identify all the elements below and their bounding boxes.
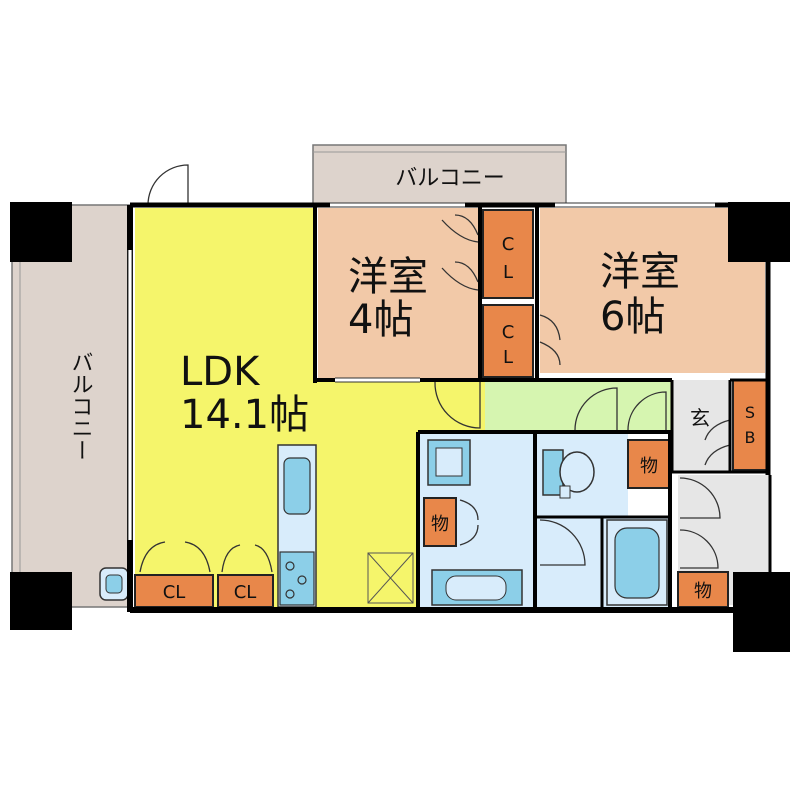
storage-wash: 物 xyxy=(423,497,457,547)
closet-cl-top-c: C xyxy=(502,234,515,255)
refrigerator-space xyxy=(367,552,414,604)
bathtub-icon xyxy=(606,519,668,606)
shoe-box-s: S xyxy=(745,403,755,422)
washing-machine-icon xyxy=(431,569,523,606)
storage-wash-label: 物 xyxy=(431,514,449,535)
ldk-name: LDK xyxy=(180,349,261,395)
room6-size: 6帖 xyxy=(600,294,665,340)
closet-cl-mid-l: L xyxy=(503,347,513,368)
toilet-icon xyxy=(542,449,595,499)
shoe-box: S B xyxy=(732,379,769,471)
storage-entrance-label: 物 xyxy=(694,581,712,602)
room6-name: 洋室 xyxy=(600,249,680,295)
closet-cl-ldk-2: CL xyxy=(217,574,274,608)
window-frames xyxy=(127,202,715,540)
kitchen-counter xyxy=(277,444,317,608)
bedroom-6 xyxy=(540,208,765,373)
balcony-top: バルコニー xyxy=(312,144,567,206)
closet-cl-top-l: L xyxy=(503,262,513,283)
closet-cl-mid: C L xyxy=(482,304,534,378)
closet-cl-top: C L xyxy=(482,209,534,299)
entrance-area xyxy=(672,380,730,472)
storage-entrance: 物 xyxy=(677,571,729,608)
ldk-size: 14.1帖 xyxy=(180,392,309,438)
closet-cl-mid-c: C xyxy=(502,322,515,343)
room4-name: 洋室 xyxy=(348,254,428,300)
windows xyxy=(128,203,715,540)
closet-cl-ldk-1: CL xyxy=(134,574,214,608)
bedroom-4 xyxy=(318,208,480,378)
room4-size: 4帖 xyxy=(348,297,413,343)
sink-icon xyxy=(283,457,311,515)
storage-toilet: 物 xyxy=(627,439,671,489)
washbasin-icon xyxy=(427,439,471,486)
shoe-box-b: B xyxy=(745,428,756,447)
hallway xyxy=(485,380,672,432)
balcony-left: バルコニー xyxy=(11,204,131,608)
pillars xyxy=(10,202,790,652)
door-swing-icon xyxy=(139,164,731,573)
storage-toilet-label: 物 xyxy=(640,456,658,477)
balcony-left-label: バルコニー xyxy=(68,351,93,461)
ldk-room xyxy=(135,208,485,607)
closet-cl-ldk-1-label: CL xyxy=(163,582,186,603)
closet-cl-ldk-2-label: CL xyxy=(234,582,257,603)
entrance-label: 玄 xyxy=(690,406,710,430)
washbasin-balcony-icon xyxy=(99,567,129,601)
balcony-top-label: バルコニー xyxy=(395,166,505,191)
stove-icon xyxy=(279,551,315,606)
